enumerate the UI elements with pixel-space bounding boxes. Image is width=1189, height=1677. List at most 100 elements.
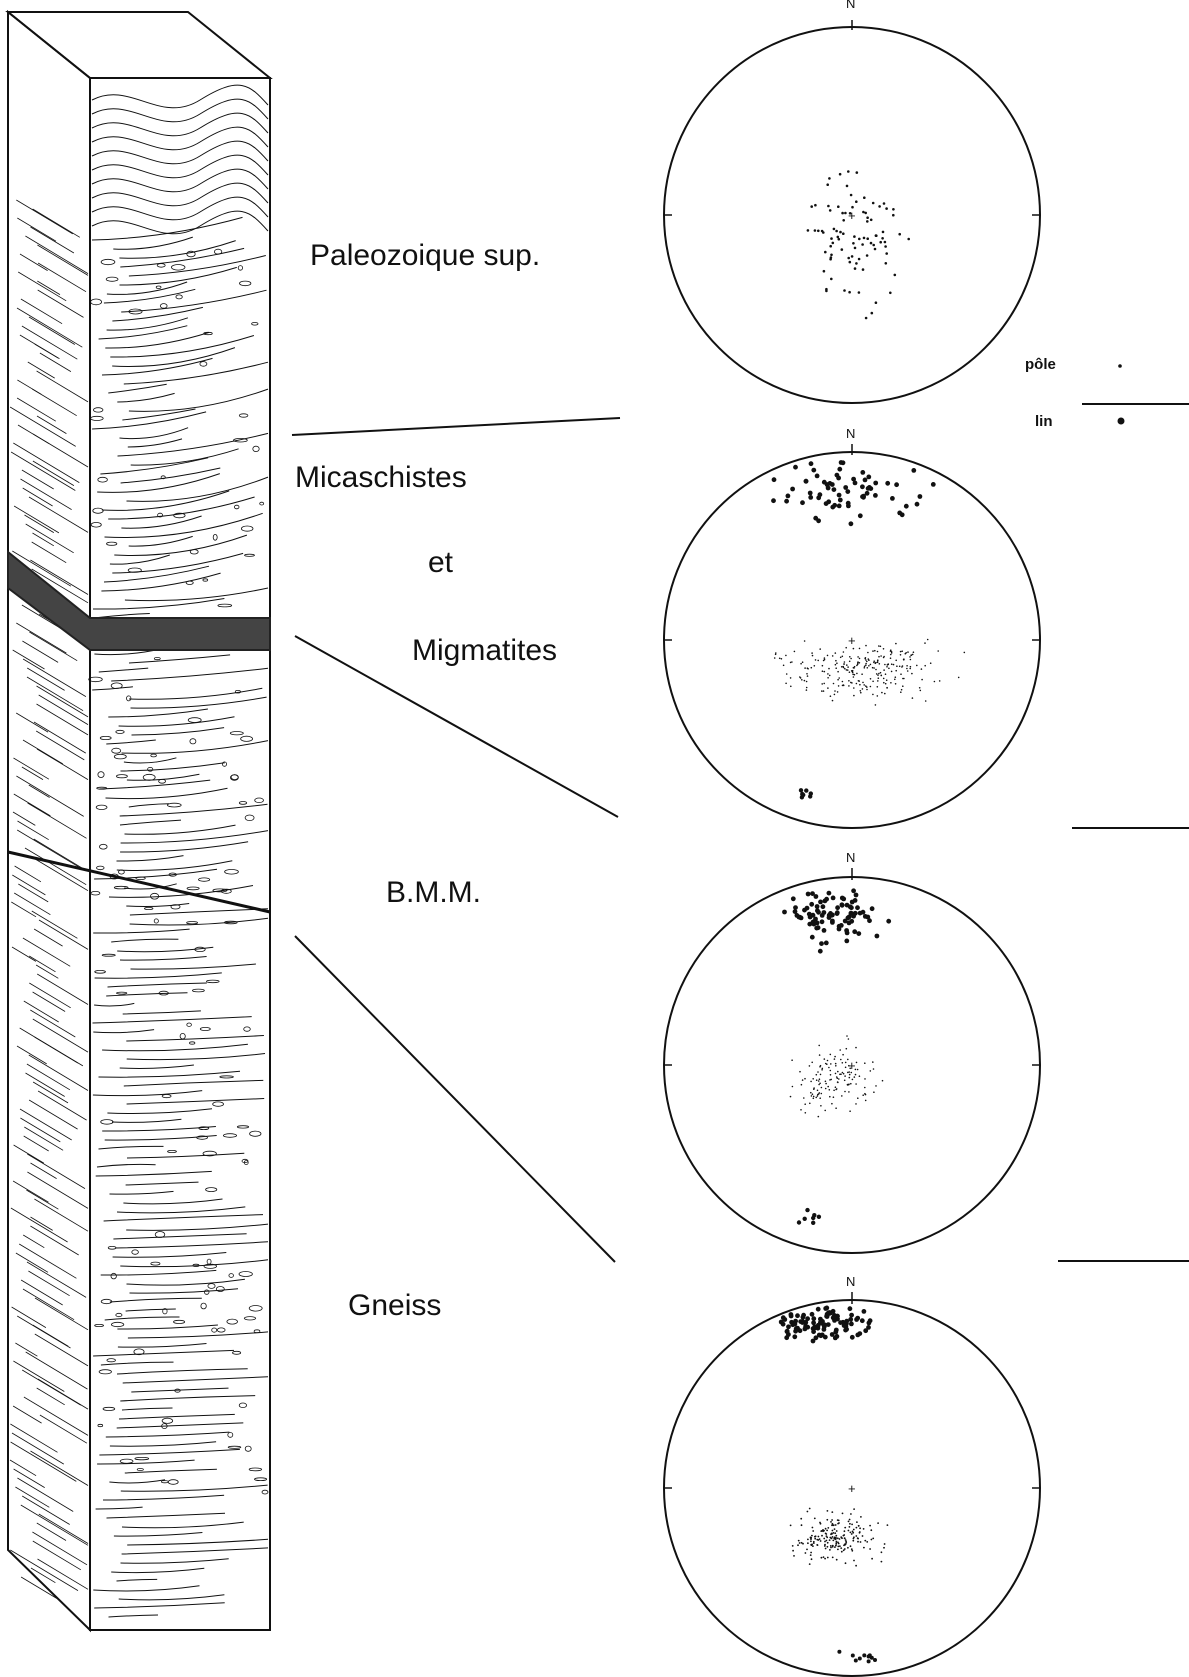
texture-stroke [38, 263, 86, 292]
pole-point [872, 681, 874, 683]
texture-stroke [92, 687, 133, 690]
texture-stroke [37, 371, 88, 402]
pole-point [837, 205, 840, 208]
texture-stroke [124, 758, 176, 763]
texture-stroke [121, 1485, 268, 1491]
pole-point [844, 1091, 846, 1093]
pole-point [839, 1538, 841, 1540]
pole-point [824, 1110, 826, 1112]
clast-lens [102, 954, 115, 956]
pole-point [774, 657, 776, 659]
texture-stroke [33, 1019, 88, 1052]
pole-point [818, 1080, 820, 1082]
pole-point [821, 1087, 823, 1089]
lineation-point [918, 494, 923, 499]
pole-point [852, 1540, 854, 1542]
clast-lens [229, 1274, 234, 1278]
lineation-point [824, 941, 829, 946]
texture-stroke [40, 1415, 87, 1443]
lineation-point [867, 918, 872, 923]
texture-stroke [17, 1046, 47, 1064]
block-top-face [8, 12, 270, 78]
clast-lens [249, 1306, 262, 1312]
clast-lens [167, 803, 181, 807]
pole-point [882, 231, 885, 234]
pole-point [934, 681, 936, 683]
texture-stroke [99, 668, 148, 672]
pole-point [879, 241, 882, 244]
pole-point [859, 1532, 861, 1534]
texture-stroke [117, 1423, 244, 1428]
pole-point [843, 1544, 845, 1546]
pole-point [812, 1545, 814, 1547]
pole-point [864, 658, 866, 660]
texture-stroke [117, 1207, 245, 1213]
legend-lin-label: lin [1035, 413, 1053, 430]
pole-point [886, 666, 888, 668]
lineation-point [837, 1650, 841, 1654]
lineation-point [851, 888, 856, 893]
pole-point [891, 651, 893, 653]
clast-lens [161, 1481, 168, 1483]
texture-stroke [29, 317, 75, 345]
pole-point [921, 679, 923, 681]
lineation-point [804, 788, 808, 792]
pole-point [817, 1095, 819, 1097]
lineation-point [794, 1326, 799, 1331]
pole-point [849, 1523, 851, 1525]
pole-point [849, 1110, 851, 1112]
texture-stroke [129, 389, 268, 411]
pole-point [916, 665, 918, 667]
pole-point [958, 677, 960, 679]
pole-point [852, 1079, 854, 1081]
pole-point [831, 1103, 833, 1105]
pole-point [842, 1062, 844, 1064]
pole-point [818, 1536, 820, 1538]
pole-point [886, 679, 888, 681]
texture-stroke [113, 1253, 227, 1258]
clast-lens [100, 844, 108, 849]
pole-point [872, 650, 874, 652]
texture-stroke [110, 555, 170, 564]
clast-lens [98, 772, 104, 778]
lineation-point [827, 891, 832, 896]
lineation-point [793, 905, 798, 910]
pole-point [857, 1537, 859, 1539]
texture-stroke [99, 326, 188, 339]
pole-point [887, 1524, 889, 1526]
pole-point [819, 1054, 821, 1056]
pole-point [850, 194, 853, 197]
lineation-point [811, 913, 816, 918]
pole-point [833, 1096, 835, 1098]
pole-point [907, 238, 910, 241]
pole-point [843, 651, 845, 653]
pole-point [848, 1521, 850, 1523]
pole-point [813, 1542, 815, 1544]
pole-point [827, 687, 829, 689]
lineation-point [804, 479, 809, 484]
texture-stroke [19, 1244, 76, 1278]
pole-point [880, 672, 882, 674]
pole-point [872, 694, 874, 696]
pole-point [820, 1523, 822, 1525]
pole-point [810, 1092, 812, 1094]
texture-stroke [119, 717, 235, 727]
texture-stroke [27, 1154, 85, 1189]
texture-stroke [20, 254, 48, 271]
texture-stroke [13, 1361, 64, 1392]
texture-stroke [126, 1224, 268, 1230]
pole-point [851, 1072, 853, 1074]
texture-stroke [122, 1548, 268, 1554]
texture-stroke [27, 1172, 88, 1208]
pole-point [859, 662, 861, 664]
texture-stroke [117, 1369, 248, 1374]
pole-point [785, 683, 787, 685]
pole-point [840, 1536, 842, 1538]
texture-stroke [124, 1080, 263, 1086]
clast-lens [176, 295, 182, 299]
pole-point [858, 238, 861, 241]
lineation-point [870, 1656, 874, 1660]
pole-point [879, 663, 881, 665]
pole-point [830, 278, 833, 281]
lineation-point [805, 1208, 809, 1212]
